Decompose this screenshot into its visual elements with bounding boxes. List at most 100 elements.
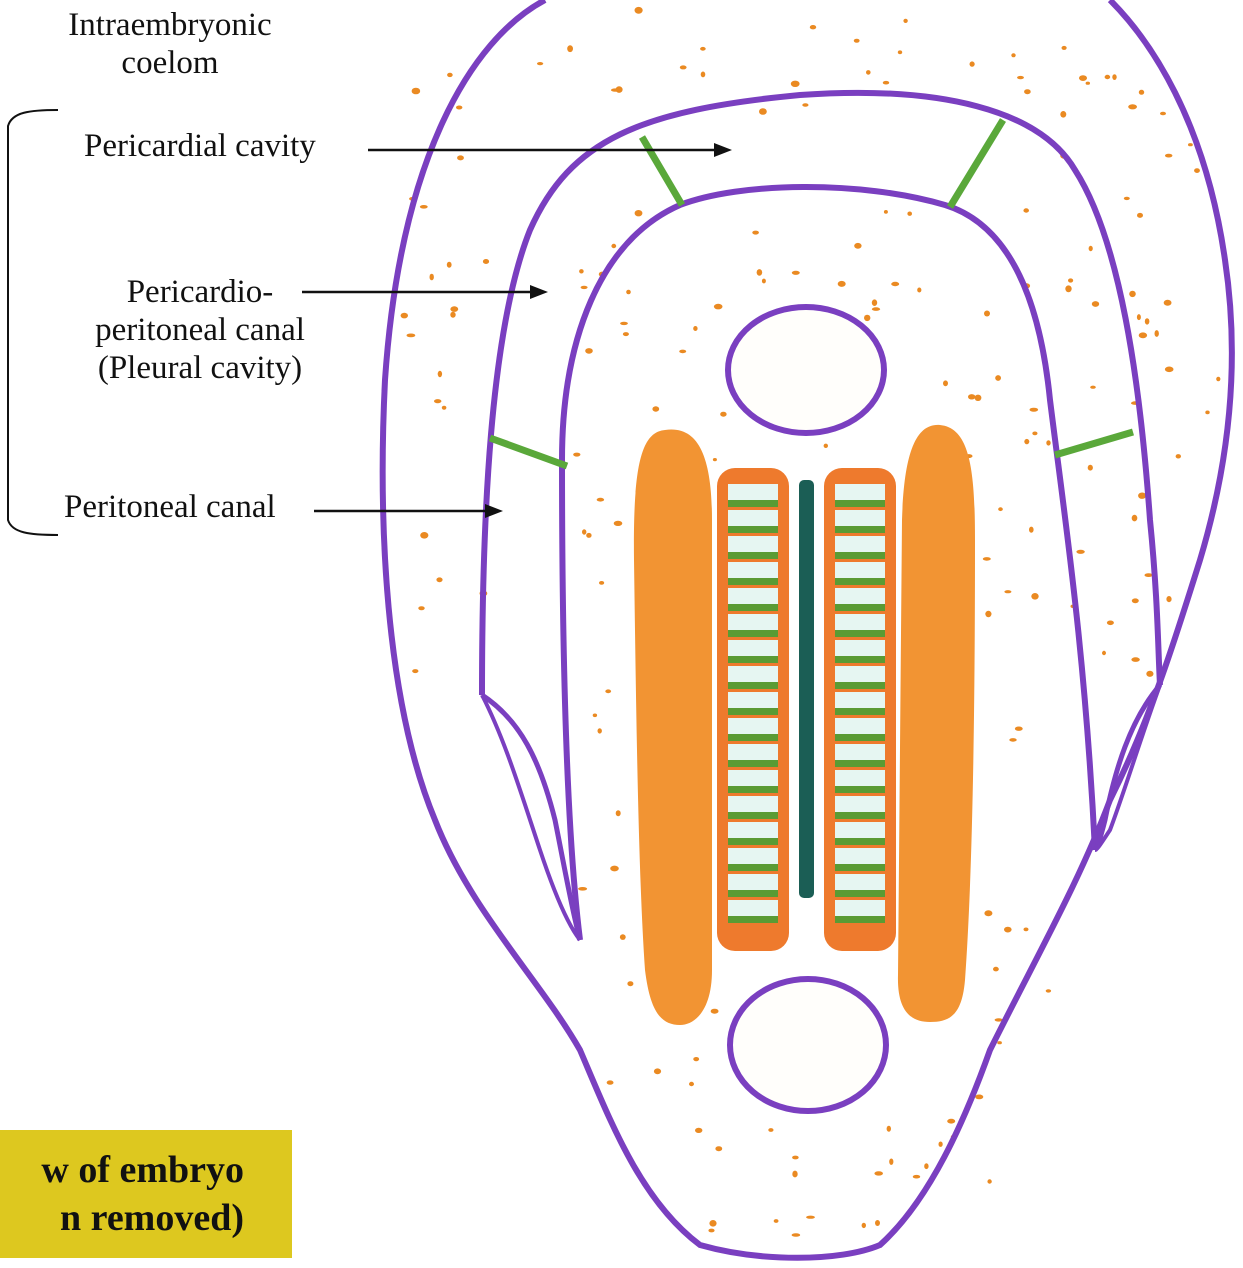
mesoderm-dot xyxy=(407,334,416,338)
mesoderm-dot xyxy=(1065,285,1071,292)
label-pericardioperitoneal: Pericardio- peritoneal canal (Pleural ca… xyxy=(76,273,324,387)
mesoderm-dot xyxy=(578,887,587,891)
mesoderm-dot xyxy=(420,205,428,209)
somite-band xyxy=(728,916,778,923)
mesoderm-dot xyxy=(1129,291,1136,297)
somite-band xyxy=(728,734,778,741)
mesoderm-dot xyxy=(483,259,489,264)
right-mesoderm-block xyxy=(898,425,975,1022)
mesoderm-dot xyxy=(585,348,593,354)
mesoderm-dot xyxy=(605,689,611,693)
mesoderm-dot xyxy=(1068,278,1073,282)
mesoderm-dot xyxy=(1076,550,1084,554)
mesoderm-dot xyxy=(1138,493,1146,499)
somite-band xyxy=(835,656,885,663)
mesoderm-dot xyxy=(862,1223,866,1228)
somite-band xyxy=(835,760,885,767)
mesoderm-dot xyxy=(774,1219,779,1223)
somite-segment xyxy=(835,718,885,734)
somite-band xyxy=(835,890,885,897)
mesoderm-dot xyxy=(611,244,616,248)
mesoderm-dot xyxy=(883,81,889,85)
mesoderm-dot xyxy=(1004,590,1011,593)
somite-segment xyxy=(835,874,885,890)
mesoderm-dot xyxy=(708,1229,714,1233)
somite-band xyxy=(728,552,778,559)
mesoderm-dot xyxy=(1102,651,1106,655)
mesoderm-dot xyxy=(709,1220,716,1227)
label-coelom-line1: Intraembryonic xyxy=(52,6,288,44)
mesoderm-dot xyxy=(593,714,597,718)
somite-band xyxy=(728,838,778,845)
mesoderm-dot xyxy=(1146,671,1153,677)
mesoderm-dot xyxy=(581,286,588,289)
somite-band xyxy=(728,630,778,637)
mesoderm-dot xyxy=(792,1171,797,1178)
arrow-head-peritoneal xyxy=(485,504,503,518)
somite-segment xyxy=(728,796,778,812)
label-intraembryonic: Intraembryonic coelom xyxy=(52,6,288,82)
mesoderm-dot xyxy=(635,7,643,14)
mesoderm-dot xyxy=(418,606,424,610)
somite-segment xyxy=(728,718,778,734)
mesoderm-dot xyxy=(693,326,697,331)
somite-band xyxy=(728,526,778,533)
mesoderm-dot xyxy=(907,212,912,216)
somite-band xyxy=(835,812,885,819)
somite-segment xyxy=(835,770,885,786)
mesoderm-dot xyxy=(573,453,580,457)
mesoderm-dot xyxy=(597,498,604,502)
mesoderm-dot xyxy=(968,394,975,399)
mesoderm-dot xyxy=(995,375,1001,381)
mesoderm-dot xyxy=(1090,386,1096,389)
mesoderm-dot xyxy=(924,1163,928,1169)
mesoderm-dot xyxy=(939,1142,943,1147)
mesoderm-dot xyxy=(714,304,723,310)
mesoderm-dot xyxy=(586,533,591,538)
somite-band xyxy=(728,682,778,689)
mesoderm-dot xyxy=(1086,82,1090,85)
somite-band xyxy=(835,526,885,533)
mesoderm-dot xyxy=(824,444,828,448)
mesoderm-dot xyxy=(759,108,767,115)
title-box: w of embryo n removed) xyxy=(0,1130,292,1258)
mesoderm-dot xyxy=(401,313,408,319)
somite-band xyxy=(728,578,778,585)
septum-right-lower xyxy=(1055,432,1133,455)
mesoderm-dot xyxy=(599,581,604,585)
mesoderm-dot xyxy=(626,290,631,295)
mesoderm-dot xyxy=(987,1179,991,1183)
mesoderm-dot xyxy=(620,934,626,940)
mesoderm-dot xyxy=(1015,727,1023,731)
mesoderm-dot xyxy=(434,399,441,403)
oropharyngeal-membrane xyxy=(728,307,884,433)
mesoderm-dot xyxy=(1024,928,1029,932)
somite-band xyxy=(728,656,778,663)
somite-segment xyxy=(728,848,778,864)
mesoderm-dot xyxy=(1029,527,1034,533)
left-somite-stripes xyxy=(728,484,778,923)
mesoderm-dot xyxy=(695,1128,702,1133)
mesoderm-dot xyxy=(654,1068,661,1074)
mesoderm-dot xyxy=(970,61,975,66)
mesoderm-dot xyxy=(1139,90,1144,95)
mesoderm-dot xyxy=(652,406,659,411)
somite-segment xyxy=(835,614,885,630)
mesoderm-dot xyxy=(1188,143,1193,146)
somite-band xyxy=(728,864,778,871)
mesoderm-dot xyxy=(917,288,921,293)
somite-segment xyxy=(728,692,778,708)
mesoderm-dot xyxy=(610,866,619,872)
somite-segment xyxy=(835,848,885,864)
somite-band xyxy=(835,552,885,559)
mesoderm-dot xyxy=(752,231,759,235)
arrow-head-pericardial xyxy=(714,143,732,157)
mesoderm-dot xyxy=(713,458,717,461)
mesoderm-dot xyxy=(456,106,462,110)
mesoderm-dot xyxy=(711,1009,719,1014)
somite-segment xyxy=(728,510,778,526)
mesoderm-dot xyxy=(993,967,999,972)
mesoderm-dot xyxy=(1176,454,1181,458)
mesoderm-dot xyxy=(598,728,602,733)
mesoderm-dot xyxy=(1132,598,1139,603)
